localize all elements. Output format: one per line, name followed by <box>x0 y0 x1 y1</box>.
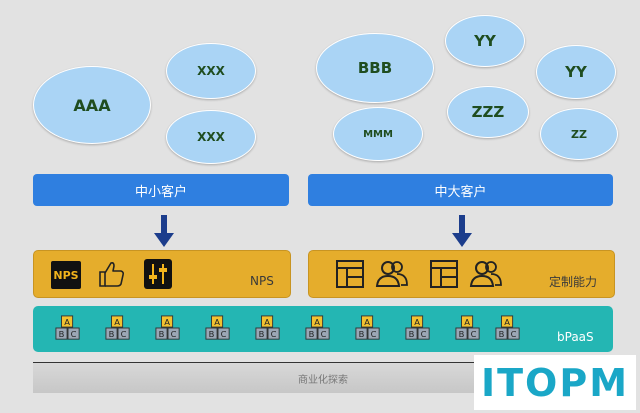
bubble-xxx-bottom: XXX <box>166 110 256 164</box>
svg-text:A: A <box>114 317 120 327</box>
bubble-zz: ZZ <box>540 108 618 160</box>
bubble-yy-right: YY <box>536 45 616 99</box>
svg-text:C: C <box>271 329 277 339</box>
svg-text:B: B <box>499 329 505 339</box>
svg-text:A: A <box>504 317 510 327</box>
commercial-label: 商业化探索 <box>298 374 348 386</box>
bubble-bbb: BBB <box>316 33 434 103</box>
arrow-down-right <box>452 215 472 247</box>
nps-panel: NPS NPS <box>33 250 291 298</box>
svg-text:A: A <box>164 317 170 327</box>
bubble-yy-top: YY <box>445 15 525 67</box>
thumbs-up-icon <box>99 262 125 287</box>
sliders-icon <box>144 259 172 289</box>
svg-text:A: A <box>64 317 70 327</box>
svg-text:B: B <box>409 329 415 339</box>
svg-text:A: A <box>264 317 270 327</box>
layout-icon <box>336 260 364 288</box>
bubble-aaa: AAA <box>33 66 151 144</box>
svg-text:B: B <box>259 329 265 339</box>
segment-large-medium: 中大客户 <box>308 174 613 206</box>
nps-label: NPS <box>250 274 274 288</box>
svg-text:A: A <box>214 317 220 327</box>
svg-text:C: C <box>171 329 177 339</box>
bubble-zzz: ZZZ <box>447 86 529 138</box>
svg-text:C: C <box>471 329 477 339</box>
custom-capability-panel: 定制能力 <box>308 250 615 298</box>
svg-text:B: B <box>159 329 165 339</box>
segment-small-medium: 中小客户 <box>33 174 289 206</box>
svg-text:A: A <box>364 317 370 327</box>
svg-text:B: B <box>459 329 465 339</box>
svg-text:B: B <box>59 329 65 339</box>
svg-text:A: A <box>464 317 470 327</box>
bubble-xxx-top: XXX <box>166 43 256 99</box>
arrow-down-left <box>154 215 174 247</box>
svg-text:B: B <box>309 329 315 339</box>
users-icon <box>375 261 408 287</box>
itopm-logo: ITOPM <box>474 355 636 410</box>
svg-text:B: B <box>209 329 215 339</box>
layout-icon-2 <box>430 260 458 288</box>
svg-text:A: A <box>314 317 320 327</box>
svg-text:B: B <box>359 329 365 339</box>
nps-icon: NPS <box>50 260 82 290</box>
svg-text:C: C <box>321 329 327 339</box>
bubble-mmm: MMM <box>333 107 423 161</box>
svg-text:C: C <box>511 329 517 339</box>
svg-text:C: C <box>421 329 427 339</box>
svg-text:C: C <box>121 329 127 339</box>
svg-text:B: B <box>109 329 115 339</box>
svg-text:C: C <box>221 329 227 339</box>
users-icon-2 <box>469 261 502 287</box>
svg-text:C: C <box>71 329 77 339</box>
bpaas-label: bPaaS <box>557 330 594 344</box>
custom-capability-label: 定制能力 <box>549 275 598 289</box>
svg-text:C: C <box>371 329 377 339</box>
svg-text:A: A <box>414 317 420 327</box>
